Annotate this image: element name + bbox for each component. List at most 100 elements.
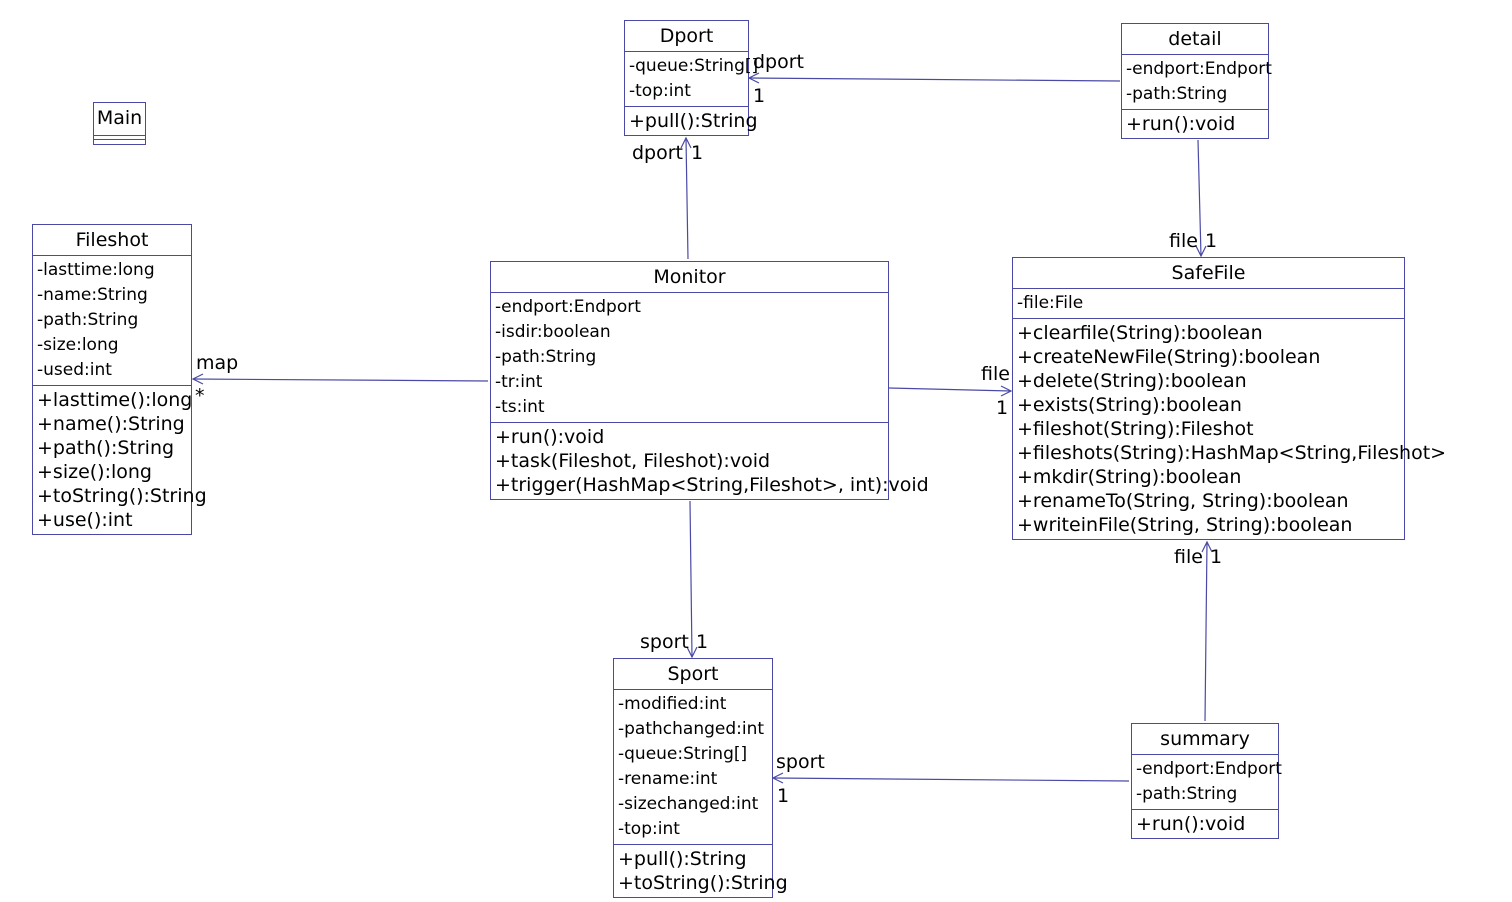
operation: +renameTo(String, String):boolean [1017,490,1349,512]
attributes-section: -lasttime:long -name:String -path:String… [33,255,191,385]
operations-section: +clearfile(String):boolean +createNewFil… [1013,318,1447,539]
assoc-detail-dport [748,77,1121,82]
multiplicity-summary-sport: 1 [777,785,790,807]
operations-section: +run():void +task(Fileshot, Fileshot):vo… [491,422,929,499]
attribute: -ts:int [495,397,545,417]
role-label-detail-safefile: file [1169,230,1198,252]
arrowhead-monitor-sport [686,646,698,659]
class-summary[interactable]: summary -endport:Endport -path:String +r… [1131,723,1282,839]
attributes-section: -endport:Endport -isdir:boolean -path:St… [491,292,888,422]
attributes-section: -endport:Endport -path:String [1132,754,1282,809]
operation: +pull():String [629,110,758,132]
operation: +toString():String [618,872,788,894]
multiplicity-detail-dport: 1 [753,85,766,107]
attribute: -endport:Endport [1136,759,1282,779]
multiplicity-monitor-safefile: 1 [996,397,1009,419]
attribute: -endport:Endport [1126,59,1272,79]
operation: +delete(String):boolean [1017,370,1247,392]
operation: +use():int [37,509,133,531]
attribute: -path:String [1126,84,1228,104]
role-label-monitor-fileshot: map [196,352,239,374]
attribute: -used:int [37,360,112,380]
multiplicity-summary-safefile: 1 [1210,546,1223,568]
role-label-detail-dport: dport [753,51,805,73]
operation: +path():String [37,437,175,459]
class-fileshot[interactable]: Fileshot -lasttime:long -name:String -pa… [32,224,207,535]
operation: +createNewFile(String):boolean [1017,346,1321,368]
class-monitor[interactable]: Monitor -endport:Endport -isdir:boolean … [490,261,929,500]
operation: +run():void [1136,813,1246,835]
class-name: Main [96,107,143,129]
multiplicity-detail-safefile: 1 [1205,230,1218,252]
attribute: -queue:String[] [629,56,759,76]
operations-section: +run():void [1132,809,1278,838]
class-name: Fileshot [75,229,149,251]
operations-section: +pull():String +toString():String [614,844,788,897]
attributes-section: -endport:Endport -path:String [1122,54,1272,109]
operations-section: +pull():String [625,106,758,135]
class-name: detail [1168,28,1222,50]
operation: +lasttime():long [37,389,193,411]
attribute: -tr:int [495,372,543,392]
attribute: -queue:String[] [618,744,748,764]
arrowhead-summary-sport [771,772,784,784]
role-label-monitor-safefile: file [981,363,1010,385]
class-name: SafeFile [1171,262,1246,284]
attribute: -name:String [37,285,148,305]
operation: +fileshots(String):HashMap<String,Filesh… [1017,442,1447,464]
class-name: Sport [667,663,719,685]
attribute: -endport:Endport [495,297,641,317]
multiplicity-monitor-sport: 1 [696,631,709,653]
arrowhead-monitor-dport [680,136,692,149]
role-label-summary-safefile: file [1174,546,1203,568]
assoc-monitor-safefile [888,387,1012,392]
attribute: -sizechanged:int [618,794,759,814]
operation: +toString():String [37,485,207,507]
attribute: -size:long [37,335,119,355]
operation: +writeinFile(String, String):boolean [1017,514,1353,536]
attribute: -top:int [629,81,691,101]
arrowhead-detail-safefile [1195,245,1207,258]
role-label-monitor-dport: dport [632,142,684,164]
class-safefile[interactable]: SafeFile -file:File +clearfile(String):b… [1012,257,1447,540]
multiplicity-monitor-fileshot: * [195,385,205,407]
attribute: -isdir:boolean [495,322,611,342]
operation: +trigger(HashMap<String,Fileshot>, int):… [495,474,929,496]
attribute: -path:String [1136,784,1238,804]
assoc-monitor-dport [685,137,689,260]
role-label-monitor-sport: sport [640,631,689,653]
attribute: -file:File [1017,293,1084,313]
operations-section: +run():void [1122,109,1268,138]
class-detail[interactable]: detail -endport:Endport -path:String +ru… [1121,23,1272,139]
attribute: -top:int [618,819,680,839]
multiplicity-monitor-dport: 1 [691,142,704,164]
assoc-detail-safefile [1197,139,1202,257]
attribute: -pathchanged:int [618,719,765,739]
class-name: Dport [659,25,714,47]
class-main[interactable]: Main [93,102,146,145]
operation: +clearfile(String):boolean [1017,322,1263,344]
operation: +exists(String):boolean [1017,394,1242,416]
assoc-summary-sport [772,777,1130,782]
attribute: -rename:int [618,769,718,789]
attributes-section: -file:File [1013,288,1404,318]
arrowhead-monitor-safefile [1000,385,1013,397]
operation: +run():void [495,426,605,448]
attribute: -path:String [495,347,597,367]
operation: +size():long [37,461,152,483]
class-sport[interactable]: Sport -modified:int -pathchanged:int -qu… [613,658,788,898]
operation: +run():void [1126,113,1236,135]
attributes-section: -modified:int -pathchanged:int -queue:St… [614,689,772,844]
assoc-summary-safefile [1204,541,1208,722]
class-name: summary [1160,728,1250,750]
class-dport[interactable]: Dport -queue:String[] -top:int +pull():S… [624,20,759,136]
operation: +mkdir(String):boolean [1017,466,1242,488]
class-name: Monitor [653,266,726,288]
arrowhead-detail-dport [747,72,760,84]
arrowhead-monitor-fileshot [191,373,204,385]
assoc-monitor-sport [689,500,693,658]
arrowhead-summary-safefile [1201,540,1213,553]
operation: +task(Fileshot, Fileshot):void [495,450,771,472]
attribute: -lasttime:long [37,260,155,280]
